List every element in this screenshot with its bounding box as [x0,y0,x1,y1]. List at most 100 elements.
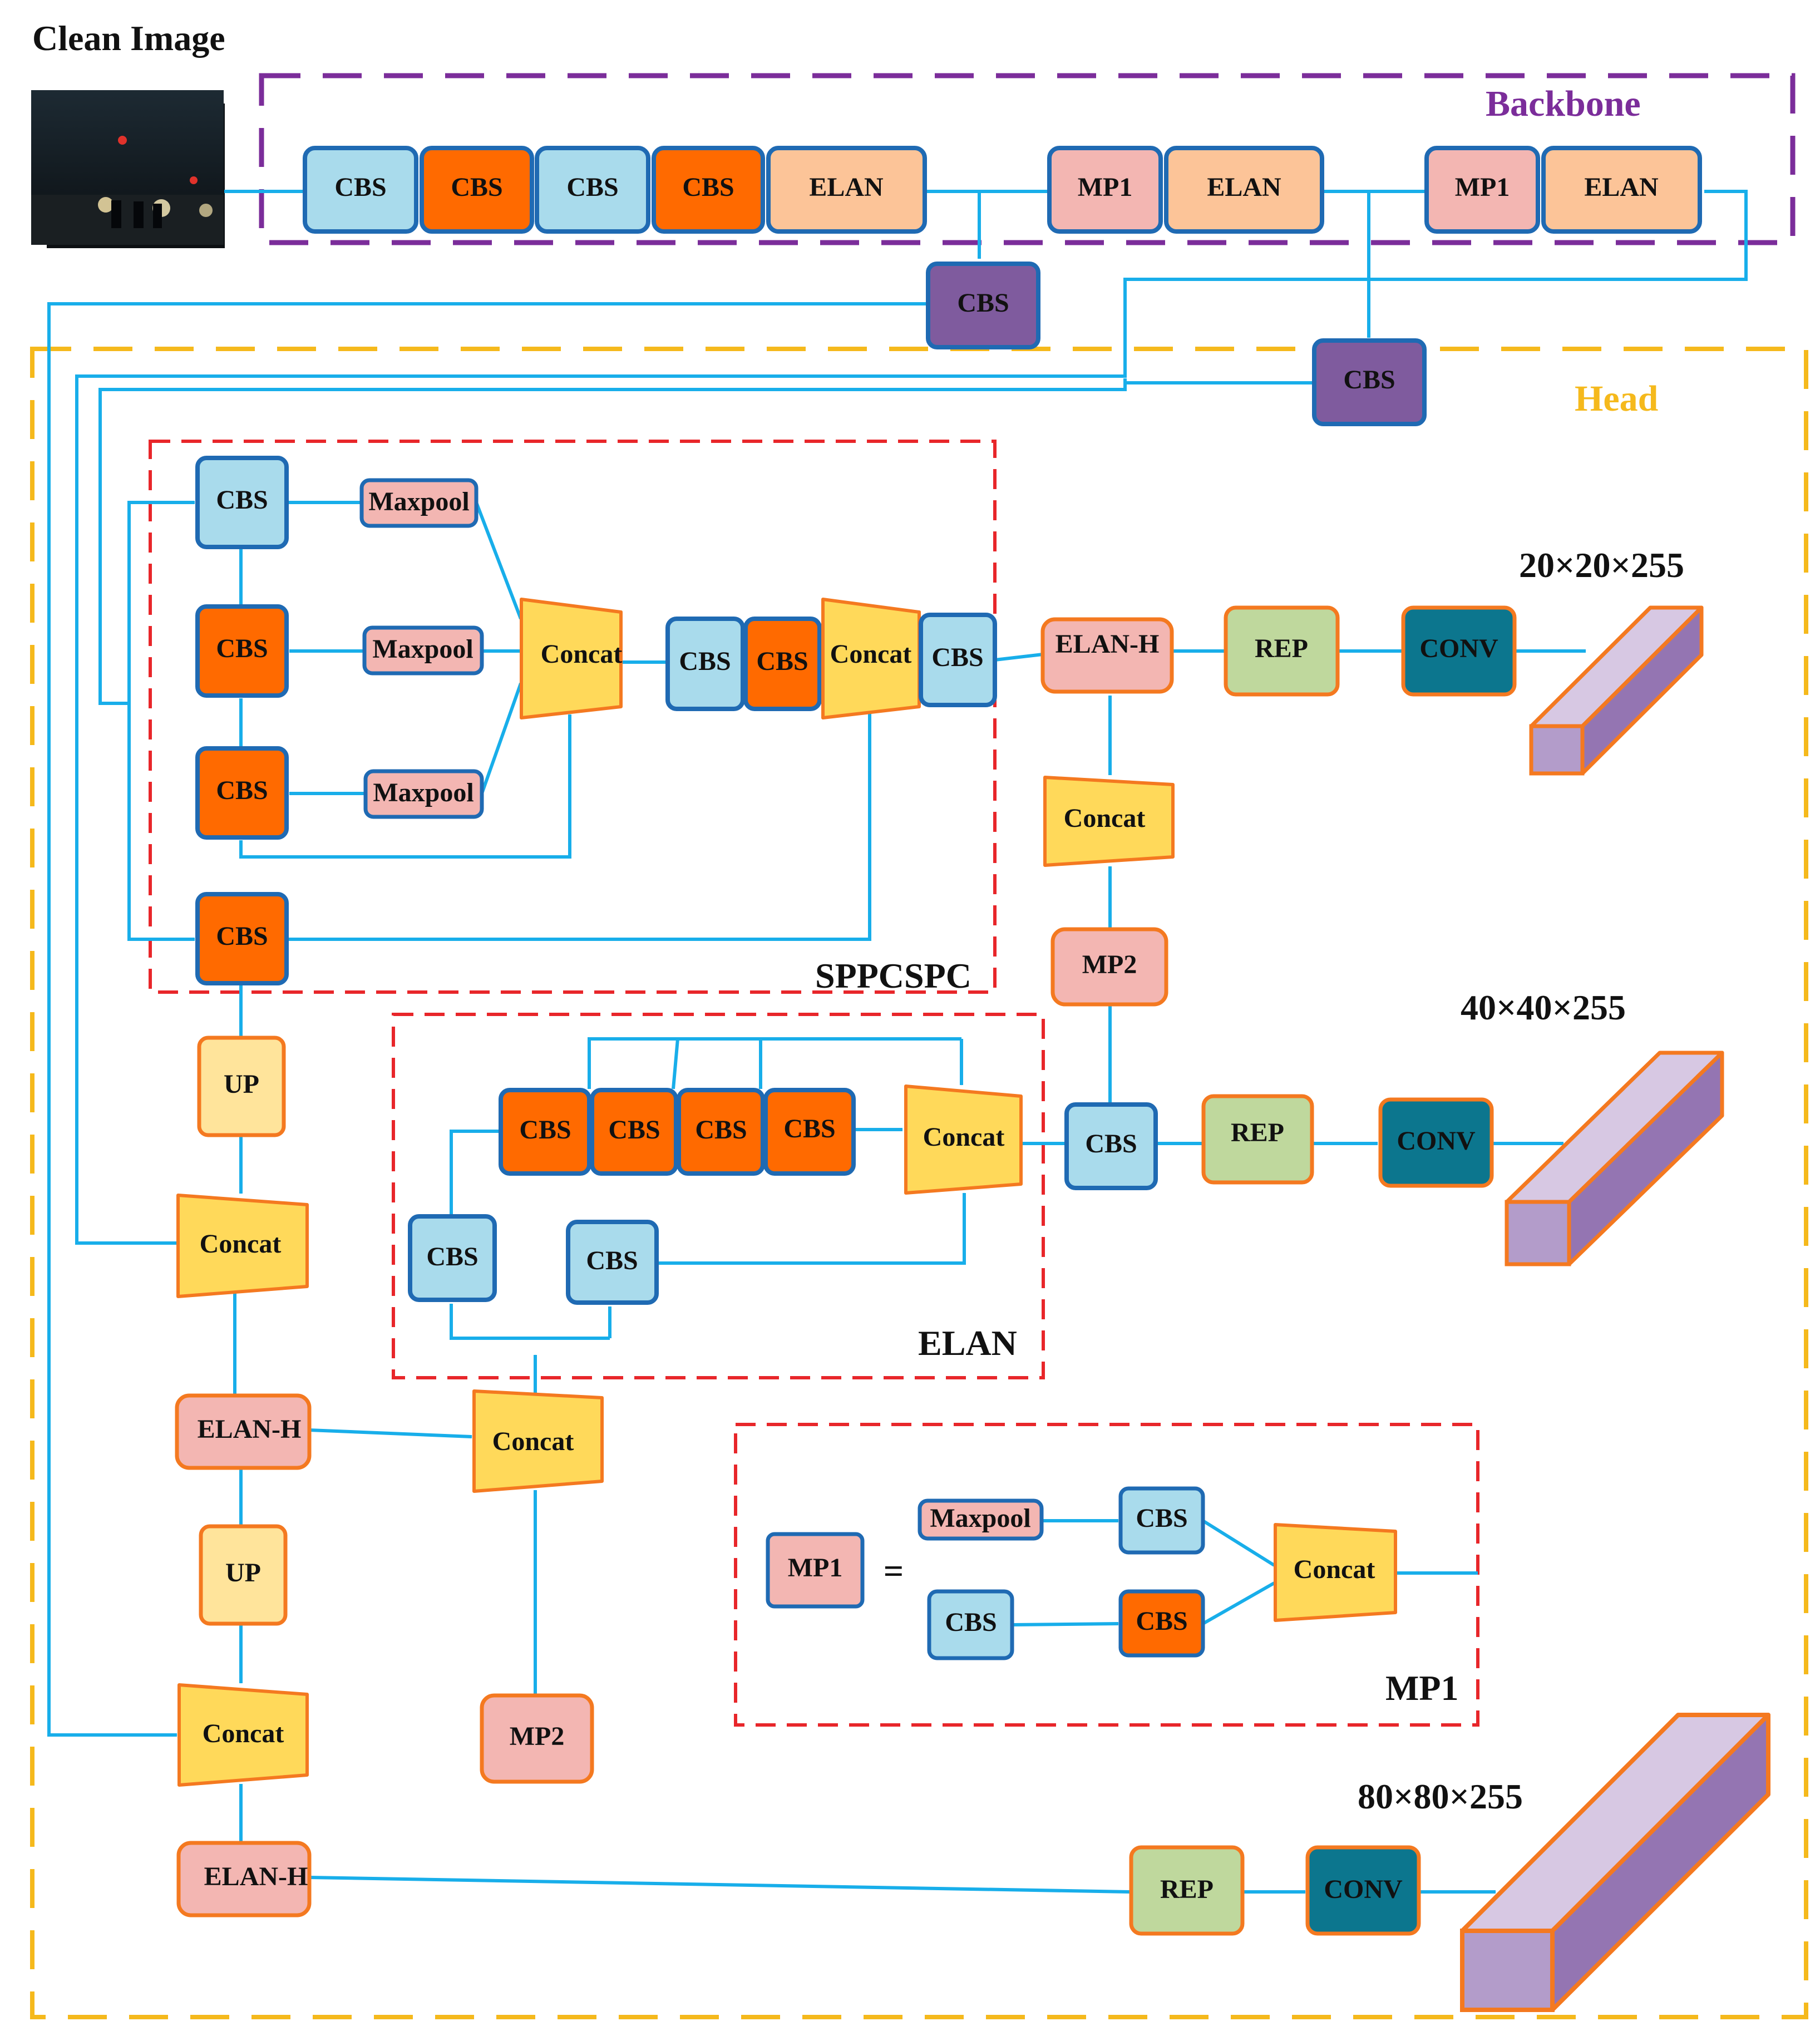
svg-text:REP: REP [1231,1118,1284,1147]
elan-cbs-2: CBS [590,1088,678,1176]
svg-text:CBS: CBS [519,1115,571,1145]
svg-text:CBS: CBS [945,1608,997,1637]
svg-text:ELAN: ELAN [1207,172,1281,202]
head-conv-top: CONV [1401,605,1517,697]
mp1-legend-cbs-2: CBS [927,1589,1014,1660]
head-rep-mid: REP [1201,1094,1314,1185]
svg-text:CBS: CBS [216,776,268,805]
backbone-elan-3: ELAN [1541,146,1702,234]
spp-maxpool-3: Maxpool [363,769,484,819]
output-label-80: 80×80×255 [1358,1777,1523,1816]
svg-text:CBS: CBS [931,643,983,672]
elan-cbs-5: CBS [408,1214,497,1302]
elan-cbs-4: CBS [763,1088,856,1176]
svg-text:ELAN: ELAN [1584,172,1659,202]
backbone-frame [259,73,1796,245]
svg-text:CONV: CONV [1419,634,1498,663]
svg-text:CBS: CBS [783,1114,835,1143]
svg-text:Maxpool: Maxpool [373,778,474,807]
head-up-1: UP [197,1036,286,1137]
mp1-equals-sign: = [884,1551,904,1591]
backbone-cbs-1: CBS [303,146,418,234]
elan-cbs-3: CBS [677,1088,765,1176]
svg-text:Concat: Concat [1294,1555,1375,1584]
svg-text:CONV: CONV [1324,1875,1403,1904]
head-concat-2: Concat [177,1683,309,1787]
output-label-20: 20×20×255 [1519,545,1684,585]
spp-concat-1: Concat [520,598,623,719]
svg-text:UP: UP [224,1069,259,1099]
spp-cbs-7: CBS [919,613,997,707]
head-conv-bottom: CONV [1305,1845,1421,1936]
elan-frame [392,1013,1045,1379]
svg-text:CBS: CBS [426,1242,478,1271]
elan-concat: Concat [904,1084,1023,1195]
svg-text:CBS: CBS [216,921,268,951]
output-tensor-40 [1505,1051,1724,1266]
head-rep-bottom: REP [1129,1845,1245,1936]
spp-concat-2: Concat [821,598,921,719]
mp1-legend-cbs-1: CBS [1118,1486,1205,1555]
svg-text:Maxpool: Maxpool [368,487,469,516]
head-mp2-top: MP2 [1050,927,1168,1007]
svg-text:Concat: Concat [541,639,623,669]
svg-text:ELAN-H: ELAN-H [1055,629,1160,659]
svg-text:Concat: Concat [923,1122,1005,1152]
svg-text:ELAN: ELAN [809,172,884,202]
mp1-frame-label: MP1 [1385,1668,1459,1708]
svg-text:CBS: CBS [1085,1129,1137,1158]
mp1-legend-cbs-3: CBS [1118,1589,1205,1658]
head-conv-mid: CONV [1378,1097,1494,1188]
svg-text:Concat: Concat [830,639,912,669]
spp-maxpool-2: Maxpool [362,625,484,676]
svg-text:CBS: CBS [216,634,268,663]
svg-text:CBS: CBS [756,647,808,676]
svg-text:MP1: MP1 [1078,172,1133,202]
svg-text:CBS: CBS [695,1115,747,1145]
sppcspc-frame-label: SPPCSPC [815,956,971,995]
head-frame-label: Head [1575,378,1658,419]
head-frame [30,347,1808,2019]
svg-text:CBS: CBS [679,647,731,676]
head-elan-h-2: ELAN-H [176,1841,312,1917]
output-tensor-20 [1529,605,1704,776]
svg-text:CBS: CBS [216,485,268,515]
svg-text:CBS: CBS [451,172,502,202]
svg-text:MP1: MP1 [788,1553,843,1582]
sppcspc-frame [149,440,997,994]
head-mp2-bottom: MP2 [480,1693,594,1784]
spp-cbs-6: CBS [743,617,822,711]
page-title: Clean Image [32,18,225,58]
head-concat-1: Concat [176,1194,309,1298]
mp1-legend-block: MP1 [766,1532,865,1609]
svg-text:UP: UP [225,1558,261,1588]
svg-text:CONV: CONV [1397,1126,1476,1156]
elan-cbs-6: CBS [566,1220,659,1305]
svg-text:CBS: CBS [682,172,734,202]
spp-cbs-5: CBS [665,617,745,711]
svg-text:Concat: Concat [203,1719,284,1748]
elan-cbs-1: CBS [499,1088,591,1176]
svg-text:ELAN-H: ELAN-H [204,1862,308,1891]
output-label-40: 40×40×255 [1461,988,1626,1027]
mp1-legend-concat: Concat [1274,1523,1397,1622]
svg-text:CBS: CBS [957,288,1009,318]
svg-text:Concat: Concat [1064,803,1146,833]
svg-text:Concat: Concat [200,1229,282,1259]
backbone-elan-2: ELAN [1164,146,1324,234]
svg-text:Maxpool: Maxpool [930,1503,1030,1533]
head-elan-h-top: ELAN-H [1040,617,1174,694]
svg-text:CBS: CBS [566,172,618,202]
svg-text:CBS: CBS [334,172,386,202]
backbone-elan-1: ELAN [766,146,927,234]
head-concat-mid: Concat [472,1389,604,1493]
output-tensor-80 [1460,1713,1770,2012]
connectors [47,190,1748,1894]
svg-text:CBS: CBS [586,1246,638,1275]
backbone-cbs-2: CBS [420,146,534,234]
spp-maxpool-1: Maxpool [359,478,479,528]
elan-frame-label: ELAN [918,1323,1017,1363]
spp-cbs-2: CBS [195,604,289,698]
svg-text:CBS: CBS [1136,1503,1187,1533]
